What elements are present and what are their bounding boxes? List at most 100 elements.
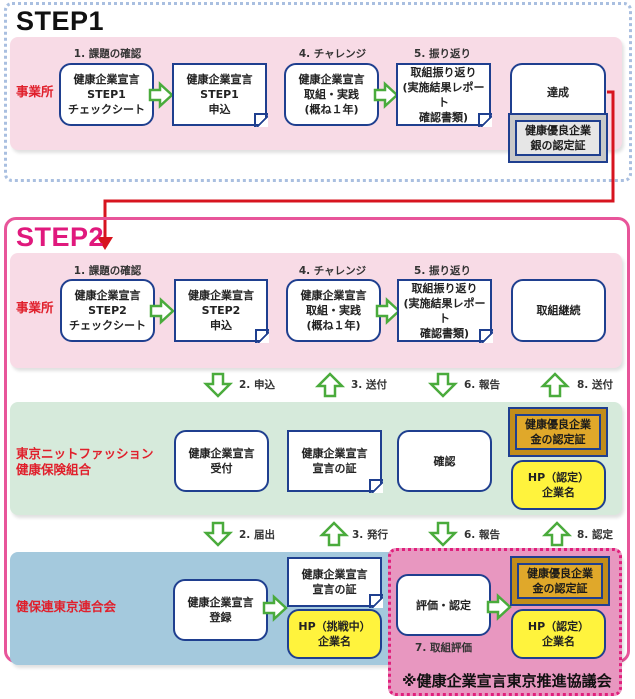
box-line: STEP1 [200, 88, 239, 101]
box-line: 企業名 [542, 635, 575, 648]
box-line: 申込 [210, 319, 232, 332]
step1-practice-box: 健康企業宣言取組・実践(概ね１年) [284, 63, 379, 126]
box-line: (実施結果レポート [403, 296, 486, 325]
step2-right-arrow-2 [375, 297, 401, 325]
box-line: 申込 [208, 103, 231, 116]
down-arrow-submit [202, 521, 234, 547]
down-arrow-report [427, 372, 459, 398]
box-line: 健康企業宣言 [187, 596, 254, 609]
step1-step-label-1: 1. 課題の確認 [73, 48, 142, 60]
box-line: STEP2 [88, 304, 127, 317]
box-line: (概ね１年) [304, 103, 359, 116]
box-line: 取組・実践 [306, 304, 361, 317]
union-reception-box: 健康企業宣言受付 [174, 430, 269, 492]
box-line: 達成 [547, 85, 569, 99]
up-arrow-certify [541, 521, 573, 547]
federation-registration-box: 健康企業宣言登録 [173, 579, 268, 641]
box-line: 確認 [433, 454, 456, 468]
box-line: 登録 [209, 611, 232, 624]
box-line: 健康優良企業 [527, 567, 593, 580]
box-line: HP（認定） [527, 471, 590, 484]
flow-label-apply: 2. 申込 [239, 379, 275, 391]
box-line: 金の認定証 [532, 582, 588, 595]
up-arrow-send [314, 372, 346, 398]
council-label: ※健康企業宣言東京推進協議会 [402, 672, 612, 690]
step2-application-doc: 健康企業宣言 STEP2 申込 [174, 279, 269, 343]
box-line: 健康優良企業 [525, 124, 591, 137]
up-arrow-send-cert [539, 372, 571, 398]
box-line: 健康企業宣言 [301, 568, 368, 581]
federation-gold-certificate-plaque: 健康優良企業金の認定証 [510, 556, 610, 606]
federation-hp-certified-box: HP（認定） 企業名 [511, 609, 606, 659]
box-line: 企業名 [542, 486, 575, 499]
step1-achieved-box: 達成 [510, 63, 606, 119]
box-line: HP（認定） [527, 620, 590, 633]
box-line: 受付 [210, 462, 233, 475]
box-line: 評価・認定 [416, 598, 471, 612]
flow-label-submit: 2. 届出 [239, 529, 275, 541]
box-line: チェックシート [69, 319, 146, 332]
box-line: 金の認定証 [530, 433, 586, 446]
federation-hp-challenge-box: HP（挑戦中）企業名 [287, 609, 382, 659]
union-label-line: 健康保険組合 [16, 462, 92, 477]
federation-right-arrow-1 [262, 594, 288, 622]
union-label-line: 東京ニットファッション [16, 446, 154, 461]
union-gold-certificate-plaque: 健康優良企業金の認定証 [508, 407, 608, 457]
box-line: 確認書類) [418, 110, 469, 124]
gold-certificate-inner: 健康優良企業金の認定証 [517, 563, 603, 599]
down-arrow-report-2 [427, 521, 459, 547]
box-line: 宣言の証 [312, 462, 357, 475]
union-certificate-doc: 健康企業宣言宣言の証 [287, 430, 383, 493]
union-confirm-box: 確認 [397, 430, 492, 492]
box-line: 健康企業宣言 [301, 447, 368, 460]
flow-label-issue: 3. 発行 [352, 529, 388, 541]
step2-right-arrow-1 [149, 297, 175, 325]
box-line: 健康企業宣言 [188, 289, 254, 302]
step1-step-label-5: 5. 振り返り [414, 48, 471, 60]
step2-union-label: 東京ニットファッション 健康保険組合 [16, 446, 154, 478]
union-hp-certified-box: HP（認定） 企業名 [511, 460, 606, 510]
box-line: 健康優良企業 [525, 418, 591, 431]
box-line: STEP2 [201, 304, 241, 317]
box-line: STEP1 [87, 88, 126, 101]
step2-step-label-5: 5. 振り返り [414, 265, 471, 277]
step1-step-label-4: 4. チャレンジ [298, 48, 367, 60]
step1-review-doc: 取組振り返り(実施結果レポート確認書類) [396, 63, 492, 127]
down-arrow-apply [202, 372, 234, 398]
evaluation-step-label: 7. 取組評価 [415, 642, 472, 654]
step1-to-step2-connector-arrow [97, 90, 615, 250]
box-line: チェックシート [68, 103, 145, 116]
box-line: 健康企業宣言 [298, 73, 365, 86]
box-line: 確認書類) [419, 326, 470, 340]
evaluation-right-arrow [486, 593, 512, 621]
box-line: 健康企業宣言 [300, 289, 367, 302]
flow-label-certify: 8. 認定 [577, 529, 613, 541]
up-arrow-issue [318, 521, 350, 547]
box-line: 銀の認定証 [530, 139, 586, 152]
step1-lane-label: 事業所 [16, 84, 54, 99]
step2-review-doc: 取組振り返り(実施結果レポート確認書類) [397, 279, 493, 343]
box-line: 健康企業宣言 [186, 73, 253, 86]
silver-certificate-plaque: 健康優良企業銀の認定証 [508, 113, 608, 163]
step1-application-doc: 健康企業宣言 STEP1 申込 [172, 63, 268, 127]
step1-frame [4, 2, 632, 182]
box-line: 健康企業宣言 [188, 447, 255, 460]
flow-label-report: 6. 報告 [464, 379, 500, 391]
box-line: 取組継続 [536, 304, 581, 317]
flow-label-report-2: 6. 報告 [464, 529, 500, 541]
gold-certificate-inner: 健康優良企業金の認定証 [515, 414, 601, 450]
box-line: (実施結果レポート [402, 80, 485, 109]
box-line: 取組振り返り [410, 65, 477, 79]
silver-certificate-inner: 健康優良企業銀の認定証 [515, 120, 601, 156]
step2-step-label-1: 1. 課題の確認 [73, 265, 142, 277]
step1-title: STEP1 [16, 6, 105, 36]
step2-federation-label: 健保連東京連合会 [16, 599, 117, 614]
step2-practice-box: 健康企業宣言取組・実践(概ね１年) [286, 279, 381, 342]
step2-continue-box: 取組継続 [511, 279, 606, 342]
box-line: 健康企業宣言 [73, 73, 140, 86]
step2-title: STEP2 [16, 222, 105, 252]
step2-office-label: 事業所 [16, 300, 54, 315]
box-line: 健康企業宣言 [74, 289, 141, 302]
box-line: 取組振り返り [411, 281, 478, 295]
step1-right-arrow-2 [373, 81, 399, 109]
